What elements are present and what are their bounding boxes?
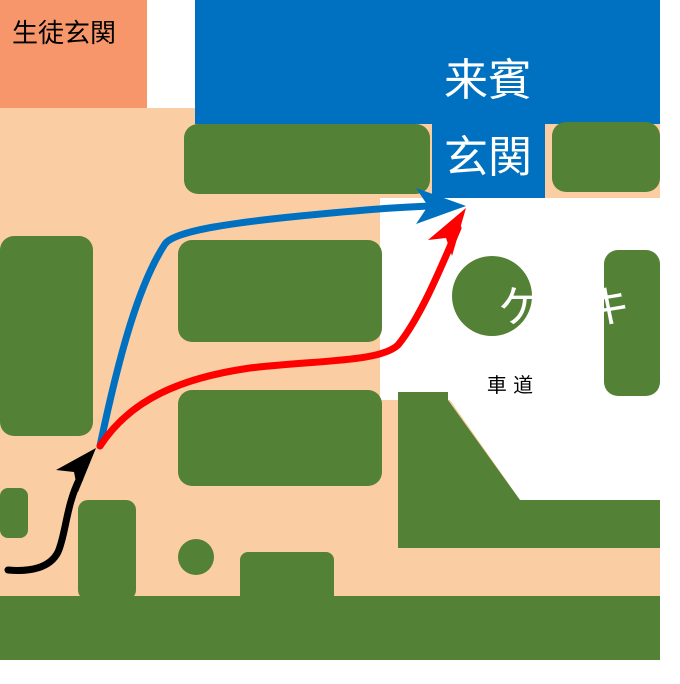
gap-area (147, 0, 195, 108)
red-route (96, 224, 462, 450)
student-entrance-block (0, 0, 147, 108)
arrow-up-icon (56, 448, 96, 492)
guest-entrance-label-2: 玄関 (444, 132, 532, 183)
hedge-right-lower (398, 392, 660, 548)
road-label: 車 道 (487, 373, 533, 397)
arrow-up-right-icon (428, 208, 466, 256)
keyaki-tree (452, 256, 532, 336)
student-entrance-label: 生徒玄関 (12, 19, 116, 49)
hedge-small-post (78, 500, 136, 600)
blue-route (96, 202, 444, 450)
road-area (380, 198, 660, 500)
bottom-margin (0, 660, 680, 684)
black-route (4, 474, 84, 574)
hedge-bottom-band (0, 596, 660, 660)
guest-entrance-block (195, 0, 660, 124)
hedge-top-left (184, 124, 430, 194)
guest-entrance-door (432, 118, 545, 198)
arrow-right-icon (416, 188, 466, 224)
keyaki-label: ケヤキ (498, 282, 630, 333)
hedge-left-tall (0, 236, 93, 436)
hedge-round-bush (178, 539, 214, 575)
hedge-right-strip (604, 250, 660, 396)
right-margin (660, 0, 680, 684)
hedge-top-right (552, 122, 660, 192)
hedge-center-lower (178, 390, 382, 486)
guest-entrance-label-1: 来賓 (444, 55, 532, 106)
hedge-center-upper (178, 240, 382, 342)
hedge-left-low (0, 488, 28, 538)
